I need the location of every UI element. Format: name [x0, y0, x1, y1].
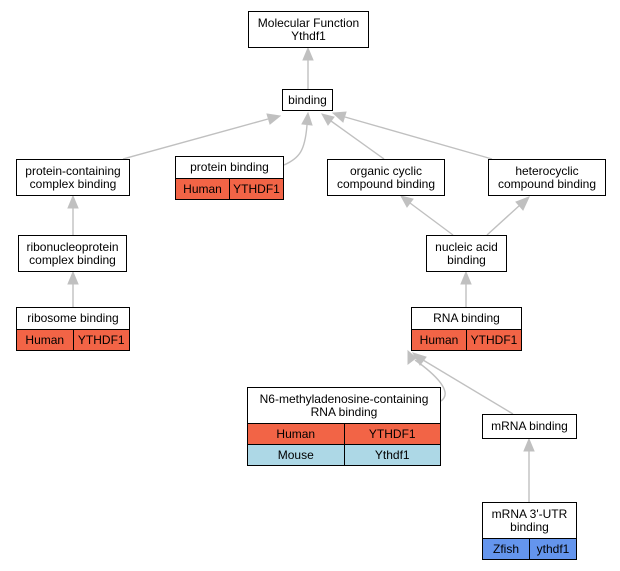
- node-label-line: protein-containing: [25, 163, 121, 178]
- node-mrnab[interactable]: mRNA binding: [482, 414, 577, 439]
- node-label-line: Ythdf1: [291, 28, 326, 43]
- node-title: RNA binding: [412, 308, 521, 329]
- edge-arrowhead: [400, 195, 414, 208]
- node-label-line: RNA binding: [433, 311, 500, 325]
- node-bind[interactable]: binding: [282, 89, 333, 111]
- species-cell: Human: [183, 182, 222, 196]
- node-label-line: nucleic acid: [435, 239, 498, 254]
- node-title: ribosome binding: [17, 308, 129, 329]
- gene-cell: YTHDF1: [343, 424, 441, 444]
- edge-m6a-to-rnab: [414, 359, 446, 402]
- node-label-line: binding: [288, 92, 327, 107]
- edge-arrowhead: [266, 113, 282, 125]
- node-label-line: organic cyclic: [349, 163, 422, 178]
- edge-nab-to-hcb: [486, 204, 521, 236]
- node-label-line: binding: [510, 519, 549, 534]
- edge-arrowhead: [515, 196, 530, 211]
- edge-pb-to-bind: [283, 124, 308, 166]
- node-label-line: mRNA 3'-UTR: [491, 506, 568, 521]
- edge-arrowhead: [301, 111, 313, 126]
- node-title: protein binding: [176, 157, 283, 178]
- species-row: Mouse Ythdf1: [248, 444, 440, 465]
- species-row: Human YTHDF1: [248, 423, 440, 444]
- node-label-line: N6-methyladenosine-containing: [259, 391, 429, 406]
- edge-arrowhead: [331, 111, 347, 123]
- species-cell: Human: [276, 427, 316, 441]
- edge-occb-to-bind: [330, 120, 385, 160]
- species-cell: Human: [25, 333, 65, 347]
- node-label-line: RNA binding: [310, 404, 378, 419]
- node-label-line: complex binding: [29, 252, 116, 267]
- node-label-line: Molecular Function: [257, 15, 360, 30]
- edge-arrowhead: [411, 352, 427, 366]
- species-cell: Zfish: [492, 542, 519, 556]
- species-row: Zfish ythdf1: [483, 538, 576, 559]
- gene-cell: ythdf1: [529, 539, 576, 559]
- node-title: mRNA binding: [483, 415, 576, 438]
- edge-nab-to-occb: [409, 202, 454, 236]
- species-row: Human YTHDF1: [412, 329, 521, 350]
- edge-arrowhead: [67, 194, 79, 209]
- gene-cell: YTHDF1: [466, 330, 521, 350]
- edge-hcb-to-bind: [344, 116, 493, 160]
- node-label-line: mRNA binding: [491, 419, 568, 433]
- node-label-line: complex binding: [29, 176, 117, 191]
- edge-pccb-to-bind: [122, 118, 269, 160]
- edge-arrowhead: [460, 270, 472, 285]
- species-row: Human YTHDF1: [176, 178, 283, 199]
- node-label-line: ribosome binding: [27, 311, 119, 325]
- species-cell: Human: [419, 333, 459, 347]
- node-label-line: binding: [447, 252, 486, 267]
- species-cell: Mouse: [277, 448, 314, 462]
- node-label-line: heterocyclic: [515, 163, 579, 178]
- edge-arrowhead: [321, 113, 335, 126]
- node-label-line: compound binding: [497, 176, 597, 191]
- gene-cell: Ythdf1: [343, 445, 441, 465]
- node-label-line: ribonucleoprotein: [26, 239, 119, 254]
- node-label-line: protein binding: [190, 160, 269, 174]
- edge-arrowhead: [302, 46, 314, 61]
- node-title: binding: [283, 90, 332, 110]
- gene-cell: YTHDF1: [72, 330, 130, 350]
- edge-arrowhead: [407, 349, 417, 365]
- edge-mrnab-to-rnab: [422, 359, 514, 415]
- node-label-line: compound binding: [336, 176, 436, 191]
- edge-arrowhead: [67, 270, 79, 285]
- edge-arrowhead: [523, 437, 535, 452]
- gene-cell: YTHDF1: [229, 179, 283, 199]
- species-row: Human YTHDF1: [17, 329, 129, 350]
